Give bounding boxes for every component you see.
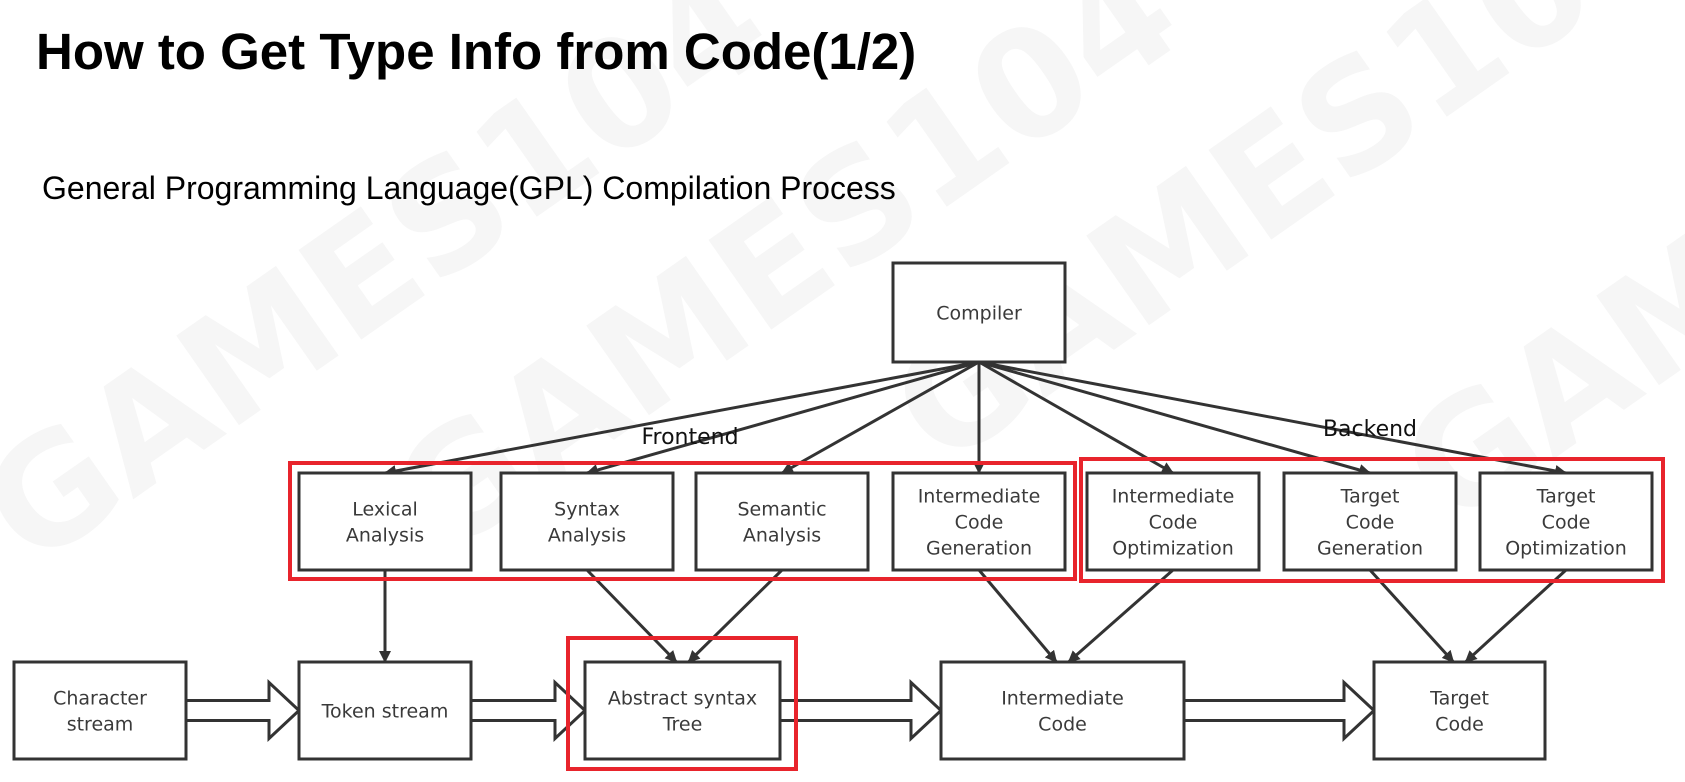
node-box [939, 660, 1186, 761]
slide-title: How to Get Type Info from Code(1/2) [36, 23, 917, 80]
node-label: Analysis [743, 525, 821, 547]
edge-semantic-to-ast [687, 568, 784, 664]
node-label: Analysis [548, 525, 626, 547]
node-label: Abstract syntax [608, 688, 757, 710]
block-arrow-ast-to-ic [780, 679, 944, 742]
edge-icopt-to-ic [1067, 568, 1174, 664]
edge-tcgen-to-tc [1368, 568, 1455, 664]
node-box [694, 471, 870, 572]
edge-compiler-to-icopt [978, 360, 1174, 475]
node-label: Target [1429, 688, 1489, 710]
edge-syntax-to-ast [585, 568, 678, 664]
node-box [891, 261, 1067, 364]
node-label: Compiler [936, 303, 1022, 325]
node-label: Intermediate [918, 486, 1041, 508]
node-box [1478, 471, 1654, 572]
node-tokenstream: Token stream [297, 660, 473, 761]
node-label: Intermediate [1112, 486, 1235, 508]
block-arrow-charstream-to-tokenstream [186, 679, 302, 742]
frontend-label: Frontend [641, 425, 738, 450]
node-label: Code [1038, 714, 1087, 736]
node-label: Syntax [554, 499, 620, 521]
node-label: Generation [926, 538, 1032, 560]
node-box [499, 471, 675, 572]
edge-compiler-to-syntax [586, 360, 980, 476]
frontend-group-outline [288, 461, 1077, 581]
backend-label: Backend [1323, 417, 1417, 442]
slide-subtitle: General Programming Language(GPL) Compil… [42, 170, 896, 206]
node-label: Semantic [737, 499, 826, 521]
node-box [1372, 660, 1547, 761]
node-box [583, 660, 782, 761]
edge-icgen-to-ic [977, 569, 1058, 663]
node-compiler: Compiler [891, 261, 1067, 364]
node-label: Generation [1317, 538, 1423, 560]
node-label: Lexical [352, 499, 418, 521]
node-label: Analysis [346, 525, 424, 547]
block-arrow-ic-to-tc [1184, 679, 1377, 742]
node-label: Code [1542, 512, 1591, 534]
node-charstream: Character stream [12, 660, 188, 761]
edge-compiler-to-tcopt [978, 360, 1567, 477]
node-box [297, 471, 473, 572]
node-label: Optimization [1112, 538, 1234, 560]
node-label: Character [53, 688, 147, 710]
node-box [1282, 471, 1458, 572]
node-label: Token stream [321, 701, 449, 723]
edge-compiler-to-lexical [384, 360, 980, 477]
node-label: Target [1536, 486, 1596, 508]
node-label: Tree [662, 714, 703, 736]
node-label: stream [67, 714, 134, 736]
node-label: Target [1340, 486, 1400, 508]
backend-group-outline [1079, 457, 1665, 583]
node-box [891, 471, 1067, 572]
node-label: Optimization [1505, 538, 1627, 560]
node-box [297, 660, 473, 761]
node-box [12, 660, 188, 761]
node-label: Intermediate [1001, 688, 1124, 710]
node-label: Code [955, 512, 1004, 534]
node-label: Code [1149, 512, 1198, 534]
edge-compiler-to-semantic [781, 360, 980, 475]
edge-compiler-to-tcgen [978, 360, 1371, 476]
node-label: Code [1435, 714, 1484, 736]
node-label: Code [1346, 512, 1395, 534]
ast-highlight-outline [566, 636, 798, 771]
edge-tcopt-to-tc [1464, 568, 1568, 664]
node-box [1085, 471, 1261, 572]
